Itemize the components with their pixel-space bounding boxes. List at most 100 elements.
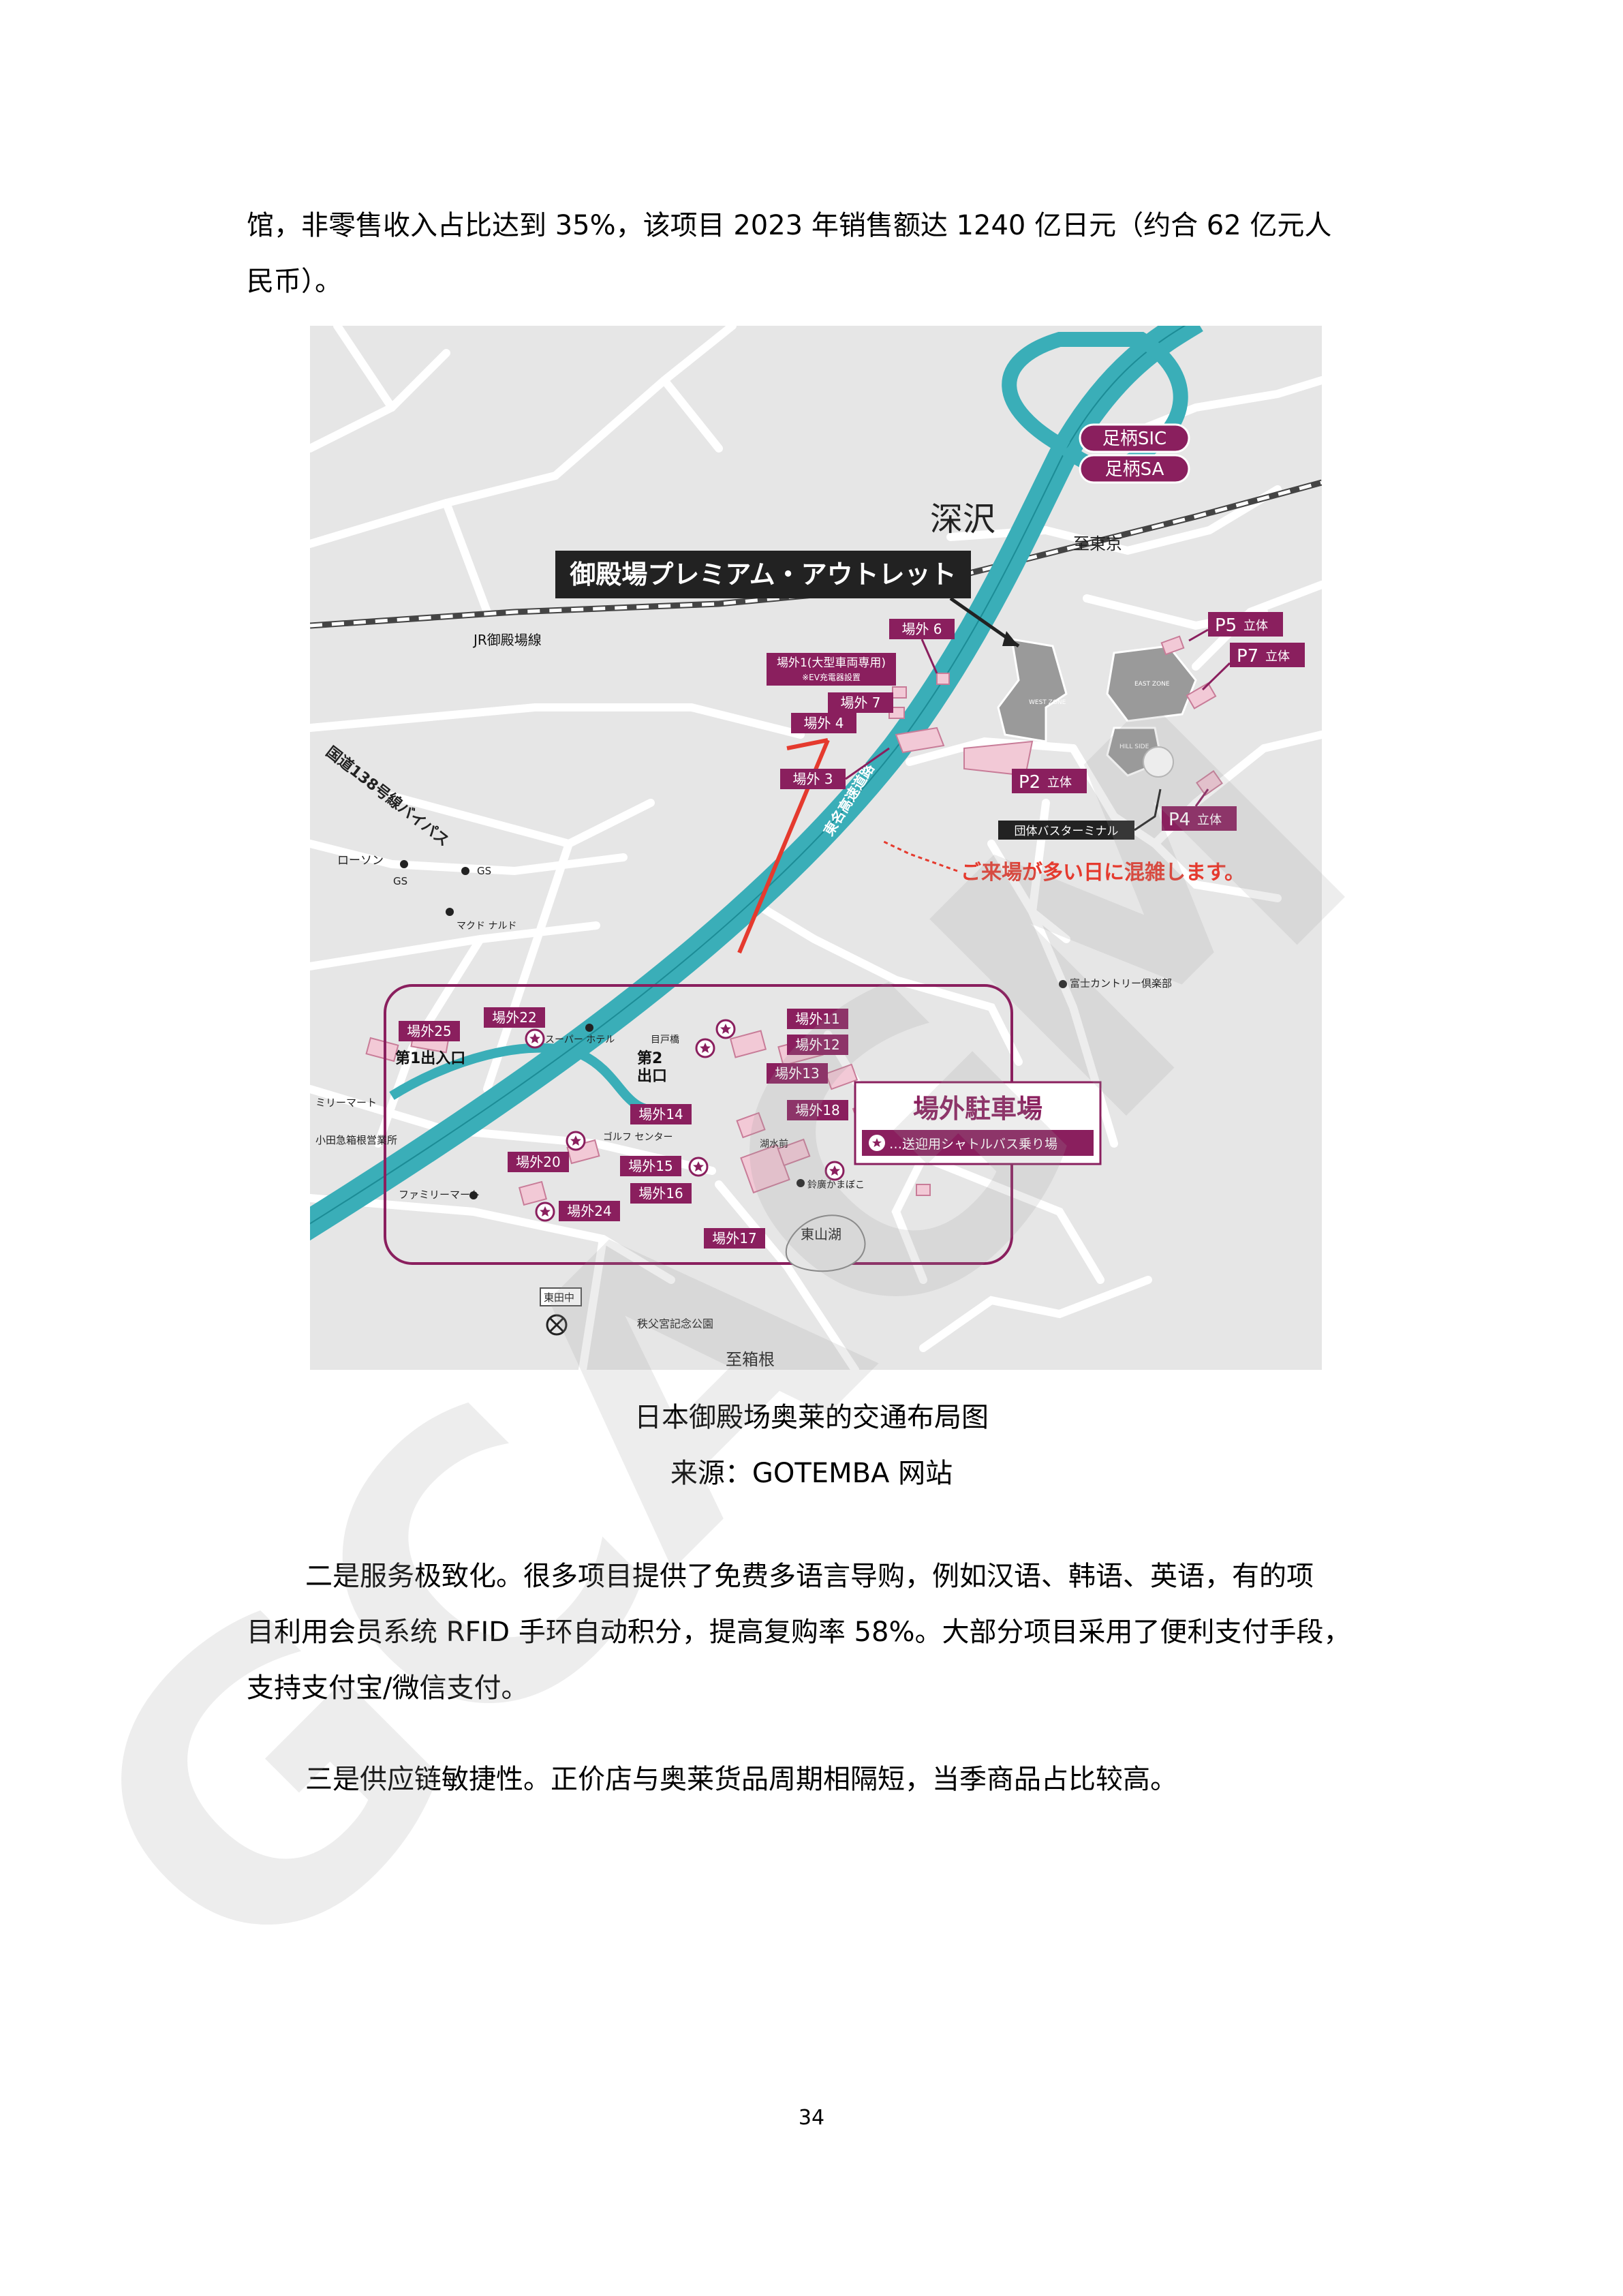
svg-text:場外17: 場外17 [712,1230,756,1246]
bus-terminal-label: 団体バスターミナル [1015,825,1119,838]
svg-text:場外24: 場外24 [567,1203,611,1219]
lot-tag-14: 場外14 [630,1104,692,1124]
p7-tag: P7 立体 [1201,643,1305,691]
p5-tag: P5 立体 [1188,612,1283,642]
lake-label: 東山湖 [801,1226,841,1242]
body-line: 支持支付宝/微信支付。 [247,1672,529,1704]
lot-tag-4: 場外 4 [791,713,856,733]
ashigara-sic-label: 足柄SIC [1102,429,1166,449]
body-line: 三是供应链敏捷性。正价店与奥莱货品周期相隔短，当季商品占比较高。 [305,1764,1177,1795]
map-figure: JR御殿場線 東名高速道路 国道138号線バイパス WEST ZONE EAST… [310,326,1322,1370]
poi-gs-2: GS [477,865,491,877]
hill-side-label: HILL SIDE [1119,744,1149,750]
svg-text:場外20: 場外20 [516,1154,560,1170]
route138-label: 国道138号線バイパス [322,743,452,850]
svg-text:場外15: 場外15 [628,1158,673,1174]
body-line: 二是服务极致化。很多项目提供了免费多语言导购，例如汉语、韩语、英语，有的项 [305,1561,1314,1592]
lot-tag-13: 場外13 [767,1063,828,1084]
figure-source: 来源：GOTEMBA 网站 [670,1458,953,1489]
lot-tag-7: 場外 7 [828,692,893,713]
p4-tag: P4 立体 [1162,789,1237,831]
poi-familymart-1: ミリーマート [315,1097,377,1109]
poi-mejirobashi: 目戸橋 [651,1035,679,1045]
svg-text:立体: 立体 [1047,776,1072,790]
figure-caption: 日本御殿场奥莱的交通布局图 [634,1402,989,1433]
lot-tag-11: 場外11 [787,1009,848,1029]
poi-super-hotel: スーパー ホテル [545,1035,615,1045]
svg-text:場外13: 場外13 [775,1065,819,1082]
to-tokyo-label: 至東京 [1073,534,1122,553]
svg-text:場外 3: 場外 3 [792,771,833,787]
poi-golf-center: ゴルフ センター [603,1131,673,1143]
lot-tag-17: 場外17 [704,1228,765,1249]
legend-shuttle: …送迎用シャトルバス乗り場 [889,1137,1057,1152]
svg-text:場外 4: 場外 4 [803,715,844,731]
svg-text:P4: P4 [1169,810,1190,830]
poi-fuji-club: 富士カントリー倶楽部 [1070,977,1172,990]
parking-areas [365,635,1223,1206]
exit2-label-b: 出口 [637,1068,667,1085]
lot-tag-12: 場外12 [787,1035,848,1055]
outlet-complex: WEST ZONE EAST ZONE HILL SIDE [997,638,1197,778]
poi-lawson: ローソン [337,854,384,868]
area-fukasawa: 深沢 [930,500,995,538]
to-hakone-label: 至箱根 [726,1350,775,1369]
svg-text:立体: 立体 [1243,619,1268,633]
svg-text:場外12: 場外12 [795,1037,839,1053]
legend-title: 場外駐車場 [913,1094,1042,1124]
crowded-note: ご来場が多い日に混雑します。 [961,861,1245,885]
lot-tag-16: 場外16 [630,1183,692,1204]
legend: 場外駐車場 …送迎用シャトルバス乗り場 [854,1081,1102,1165]
map-svg: JR御殿場線 東名高速道路 国道138号線バイパス WEST ZONE EAST… [310,326,1322,1370]
svg-text:立体: 立体 [1265,649,1290,664]
svg-text:場外1(大型車両専用): 場外1(大型車両専用) [777,656,886,670]
lot-tag-18: 場外18 [787,1100,848,1120]
jr-line-label: JR御殿場線 [472,632,542,648]
poi-kamaboko: 鈴廣かまぼこ [807,1179,865,1191]
poi-kosuimae: 湖水前 [760,1138,788,1150]
svg-text:P7: P7 [1237,646,1258,667]
svg-text:※EV充電器設置: ※EV充電器設置 [802,672,861,682]
exit2-label-a: 第2 [637,1050,662,1067]
svg-text:場外25: 場外25 [407,1023,451,1039]
bus-terminal-tag [998,821,1134,840]
lot-tag-24: 場外24 [559,1201,620,1221]
lot-tag-3: 場外 3 [780,747,890,789]
poi-familymart-2: ファミリーマート [399,1189,480,1201]
svg-text:立体: 立体 [1197,813,1222,827]
ashigara-sa-label: 足柄SA [1105,459,1164,480]
ashigara-sic-badge [1079,423,1190,453]
poi-odakyu: 小田急箱根営業所 [315,1134,397,1146]
lot-tag-22: 場外22 [484,1007,545,1028]
lot-tag-1: 場外1(大型車両専用) ※EV充電器設置 [767,653,896,686]
poi-mcd: マクド ナルド [457,921,516,932]
svg-text:場外 7: 場外 7 [840,694,880,711]
body-line: 民币）。 [247,266,342,297]
lake-higashiyama [785,1214,866,1272]
west-zone-label: WEST ZONE [1029,699,1066,706]
svg-text:P2: P2 [1019,772,1040,793]
body-line: 馆，非零售收入占比达到 35%，该项目 2023 年销售额达 1240 亿日元（… [247,210,1332,241]
lot-tag-15: 場外15 [620,1156,681,1176]
svg-text:場外16: 場外16 [638,1185,683,1201]
lot-tag-6: 場外 6 [889,619,955,674]
outlet-title-banner [555,551,971,598]
lot-tag-25: 場外25 [399,1021,460,1041]
poi-gs-1: GS [393,875,407,887]
svg-text:P5: P5 [1215,615,1237,636]
page-number: 34 [798,2106,825,2130]
east-zone-label: EAST ZONE [1134,681,1170,688]
shuttle-stops [525,1019,845,1222]
svg-text:場外14: 場外14 [638,1106,683,1122]
poi-higashida: 東田中 [544,1291,574,1304]
p2-tag: P2 立体 [1012,769,1087,793]
outlet-title: 御殿場プレミアム・アウトレット [569,560,956,590]
svg-text:場外 6: 場外 6 [901,621,942,637]
svg-text:場外22: 場外22 [492,1009,536,1026]
svg-text:場外18: 場外18 [795,1102,839,1118]
police-icon [546,1314,568,1336]
poi-chichibu: 秩父宮記念公園 [637,1317,713,1330]
svg-text:場外11: 場外11 [795,1011,839,1027]
exit1-label: 第1出入口 [395,1050,465,1067]
lot-tag-20: 場外20 [508,1152,569,1172]
